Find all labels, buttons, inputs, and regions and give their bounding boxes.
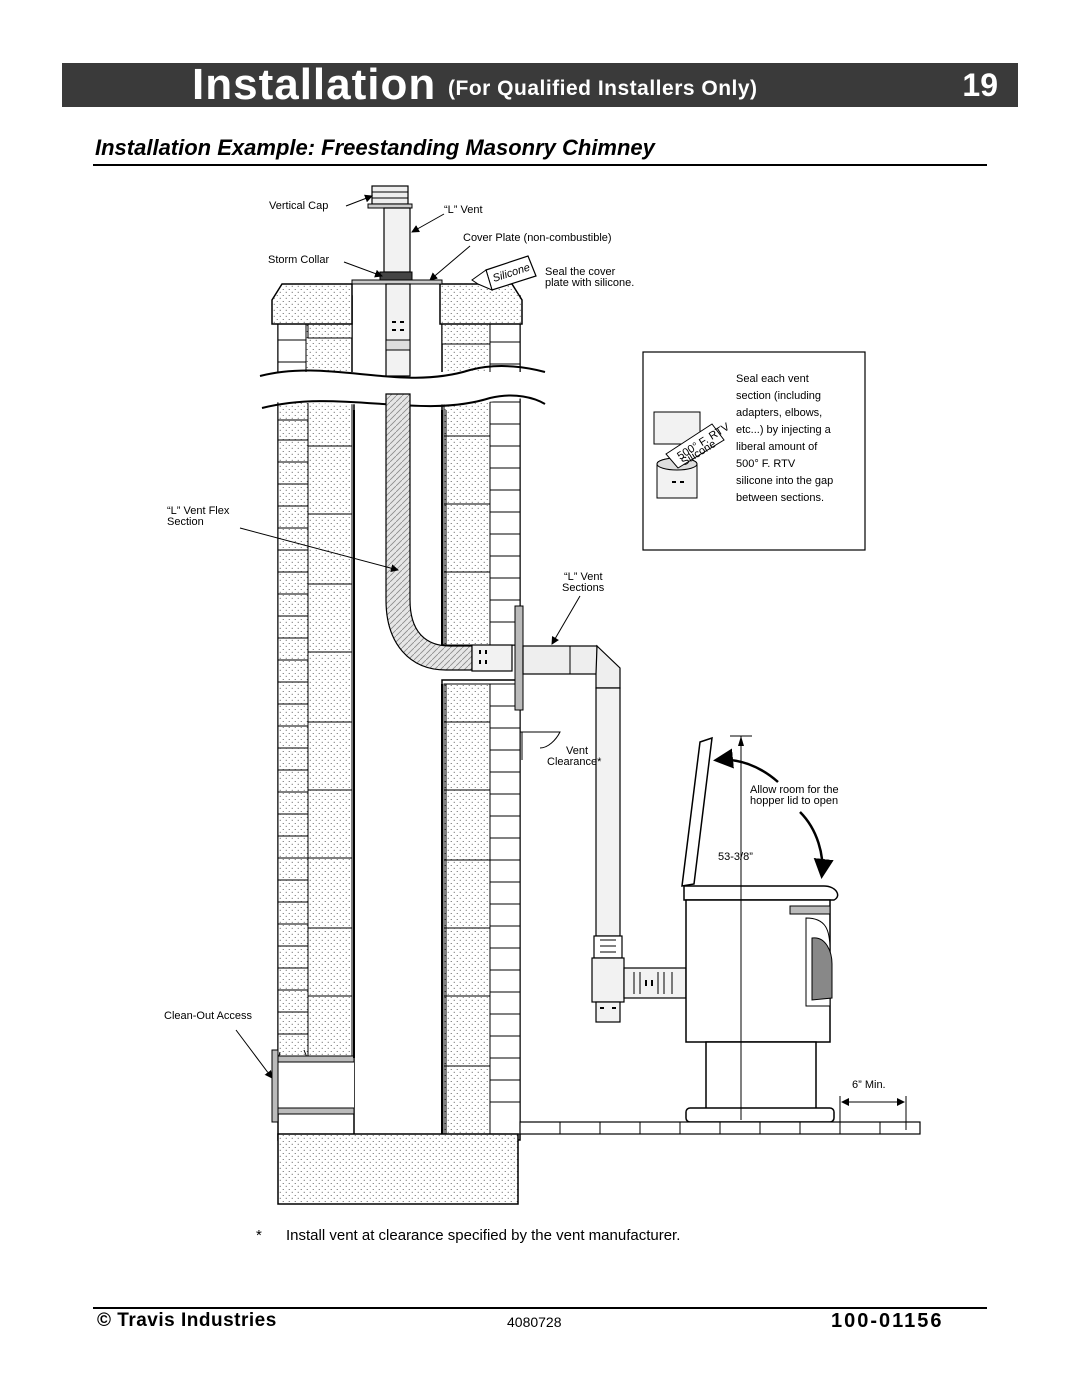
label-clean-out: Clean-Out Access — [164, 1010, 253, 1022]
callout-line: section (including — [736, 390, 821, 402]
callout-line: adapters, elbows, — [736, 407, 822, 419]
label-hopper-2: hopper lid to open — [750, 795, 838, 807]
leader-lines — [235, 194, 581, 1079]
label-flex-2: Section — [167, 516, 204, 528]
page-number: 19 — [962, 67, 998, 103]
page-header: Installation (For Qualified Installers O… — [62, 60, 1018, 109]
label-cover-plate: Cover Plate (non-combustible) — [463, 232, 612, 244]
section-title: Installation Example: Freestanding Mason… — [95, 135, 655, 160]
label-seal-cover-2: plate with silicone. — [545, 277, 634, 289]
label-height: 53-3/8” — [718, 851, 753, 863]
footnote: * Install vent at clearance specified by … — [256, 1227, 680, 1244]
silicone-callout: 500° F. RTV Silicone Seal each ventsecti… — [642, 351, 866, 551]
silicone-tube: Silicone — [471, 255, 537, 291]
header-title: Installation — [192, 60, 437, 109]
footer-doc-number: 100-01156 — [831, 1310, 944, 1332]
diagram-labels: Vertical Cap “L” Vent Cover Plate (non-c… — [164, 200, 886, 1091]
label-clearance-2: Clearance* — [547, 756, 602, 768]
label-sections-2: Sections — [562, 582, 605, 594]
chimney — [259, 283, 546, 1205]
label-seal-cover-1: Seal the cover — [545, 266, 616, 278]
footer-copyright: © Travis Industries — [97, 1310, 277, 1331]
footer-divider — [93, 1307, 987, 1309]
label-min: 6” Min. — [852, 1079, 886, 1091]
callout-line: 500° F. RTV — [736, 458, 796, 470]
callout-line: Seal each vent — [736, 373, 809, 385]
pellet-stove — [519, 735, 921, 1135]
label-vertical-cap: Vertical Cap — [269, 200, 328, 212]
callout-line: between sections. — [736, 492, 824, 504]
vent-system — [351, 185, 687, 1023]
label-clearance-1: Vent — [566, 745, 588, 757]
section-divider — [93, 164, 987, 166]
label-l-vent: “L” Vent — [444, 204, 483, 216]
callout-line: silicone into the gap — [736, 475, 833, 487]
label-storm-collar: Storm Collar — [268, 254, 329, 266]
header-subtitle: (For Qualified Installers Only) — [448, 77, 758, 100]
footnote-marker: * — [256, 1227, 262, 1244]
label-sections-1: “L” Vent — [564, 571, 603, 583]
label-flex-1: “L” Vent Flex — [167, 505, 230, 517]
callout-line: liberal amount of — [736, 441, 818, 453]
callout-line: etc...) by injecting a — [736, 424, 832, 436]
footnote-text: Install vent at clearance specified by t… — [286, 1227, 681, 1244]
callout-text: Seal each vent section (including adapters… — [736, 373, 833, 504]
footer-code: 4080728 — [507, 1314, 562, 1330]
label-hopper-1: Allow room for the — [750, 784, 839, 796]
